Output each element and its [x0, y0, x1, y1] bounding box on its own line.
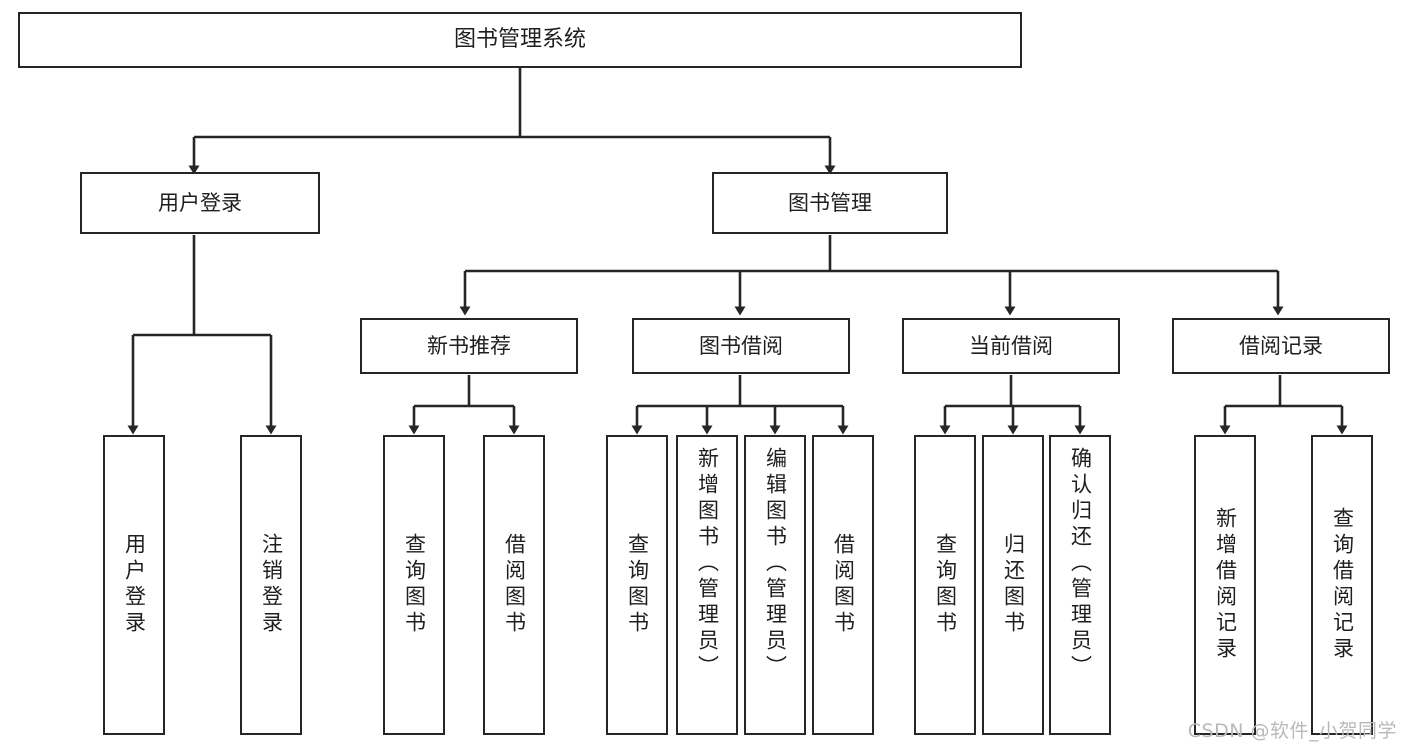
node-label: 借阅图书	[831, 533, 856, 637]
watermark: CSDN @软件_小贺同学	[1187, 720, 1397, 742]
leaf-query-book-recommend[interactable]: 查询图书	[383, 435, 445, 735]
leaf-return-book[interactable]: 归还图书	[982, 435, 1044, 735]
node-label: 查询图书	[402, 533, 427, 637]
node-user-login[interactable]: 用户登录	[80, 172, 320, 234]
leaf-confirm-return-admin[interactable]: 确认归还（管理员）	[1049, 435, 1111, 735]
node-borrow-records[interactable]: 借阅记录	[1172, 318, 1390, 374]
node-label: 借阅记录	[1239, 333, 1323, 358]
leaf-borrow-book[interactable]: 借阅图书	[812, 435, 874, 735]
leaf-add-book-admin[interactable]: 新增图书（管理员）	[676, 435, 738, 735]
node-current-borrow[interactable]: 当前借阅	[902, 318, 1120, 374]
node-label: 图书管理系统	[453, 27, 586, 53]
leaf-query-borrow-record[interactable]: 查询借阅记录	[1311, 435, 1373, 735]
leaf-query-book-borrow[interactable]: 查询图书	[606, 435, 668, 735]
node-label: 图书管理	[788, 190, 872, 215]
node-label: 确认归还（管理员）	[1068, 447, 1093, 681]
leaf-edit-book-admin[interactable]: 编辑图书（管理员）	[744, 435, 806, 735]
leaf-user-logout[interactable]: 注销登录	[240, 435, 302, 735]
leaf-user-login[interactable]: 用户登录	[103, 435, 165, 735]
node-label: 当前借阅	[969, 333, 1053, 358]
node-label: 查询图书	[933, 533, 958, 637]
node-book-management[interactable]: 图书管理	[712, 172, 948, 234]
node-label: 用户登录	[158, 190, 242, 215]
node-root-system[interactable]: 图书管理系统	[18, 12, 1022, 68]
leaf-borrow-book-recommend[interactable]: 借阅图书	[483, 435, 545, 735]
node-label: 查询图书	[625, 533, 650, 637]
leaf-query-book-current[interactable]: 查询图书	[914, 435, 976, 735]
node-label: 用户登录	[122, 533, 147, 637]
node-label: 新书推荐	[427, 333, 511, 358]
leaf-add-borrow-record[interactable]: 新增借阅记录	[1194, 435, 1256, 735]
node-new-book-recommend[interactable]: 新书推荐	[360, 318, 578, 374]
node-label: 借阅图书	[502, 533, 527, 637]
node-label: 编辑图书（管理员）	[763, 447, 788, 681]
node-label: 查询借阅记录	[1330, 507, 1355, 663]
node-book-borrow[interactable]: 图书借阅	[632, 318, 850, 374]
node-label: 新增借阅记录	[1213, 507, 1238, 663]
node-label: 新增图书（管理员）	[695, 447, 720, 681]
node-label: 注销登录	[259, 533, 284, 637]
node-label: 图书借阅	[699, 333, 783, 358]
node-label: 归还图书	[1001, 533, 1026, 637]
